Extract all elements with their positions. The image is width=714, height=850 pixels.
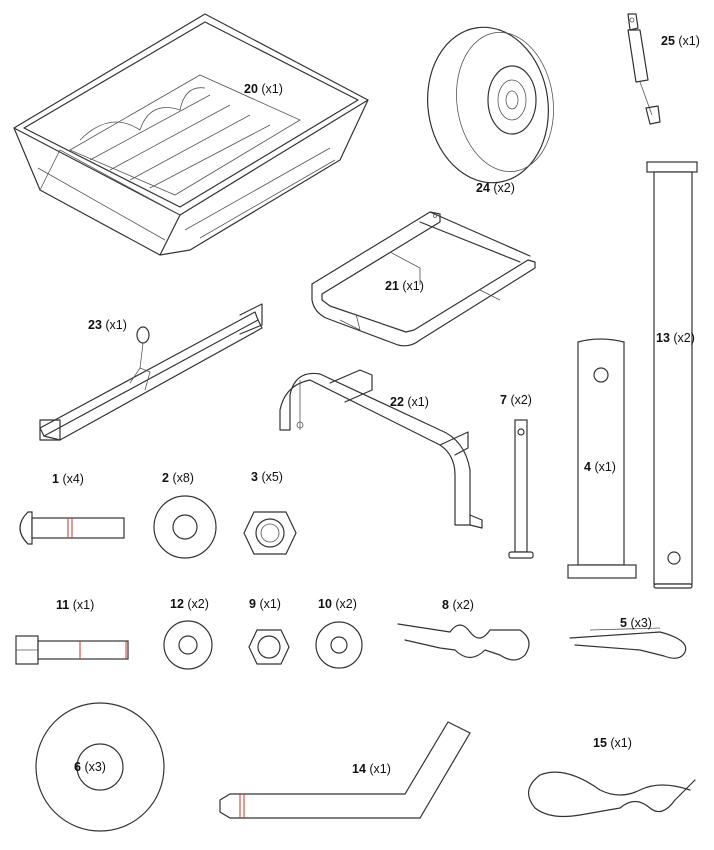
part-label-4: 4 (x1) — [584, 460, 616, 474]
part-qty: (x5) — [261, 470, 283, 484]
part-label-5: 5 (x3) — [620, 616, 652, 630]
part-label-10: 10 (x2) — [318, 597, 357, 611]
part-qty: (x1) — [369, 762, 391, 776]
bent-pin-drawing — [219, 721, 471, 819]
part-qty: (x4) — [62, 472, 84, 486]
part-label-3: 3 (x5) — [251, 470, 283, 484]
part-qty: (x1) — [72, 598, 95, 612]
part-qty: (x1) — [407, 395, 429, 409]
part-label-8: 8 (x2) — [442, 598, 474, 612]
part-number: 15 — [593, 736, 607, 750]
part-label-25: 25 (x1) — [661, 34, 700, 48]
part-label-15: 15 (x1) — [593, 736, 632, 750]
part-label-21: 21 (x1) — [385, 279, 424, 293]
part-number: 21 — [385, 279, 399, 293]
part-qty: (x2) — [452, 598, 474, 612]
part-number: 12 — [170, 597, 184, 611]
hair-pin-clip-15-drawing — [528, 771, 696, 818]
nut-9-drawing — [248, 629, 290, 665]
part-qty: (x2) — [673, 331, 695, 345]
part-number: 1 — [52, 472, 59, 486]
part-qty: (x1) — [261, 82, 283, 96]
part-qty: (x2) — [335, 597, 357, 611]
washer-12-drawing — [163, 620, 213, 670]
part-number: 11 — [56, 598, 70, 612]
part-label-9: 9 (x1) — [249, 597, 281, 611]
part-label-12: 12 (x2) — [170, 597, 209, 611]
part-qty: (x8) — [172, 471, 194, 485]
part-qty: (x1) — [259, 597, 281, 611]
hair-pin-clip-5-drawing — [569, 627, 687, 659]
part-number: 8 — [442, 598, 449, 612]
part-qty: (x2) — [510, 393, 532, 407]
part-qty: (x2) — [493, 181, 515, 195]
part-number: 7 — [500, 393, 507, 407]
part-label-6: 6 (x3) — [74, 760, 106, 774]
hex-nut-drawing — [243, 511, 297, 555]
part-number: 3 — [251, 470, 258, 484]
wheel-drawing — [427, 26, 554, 184]
part-qty: (x1) — [610, 736, 632, 750]
part-label-13: 13 (x2) — [656, 331, 695, 345]
part-qty: (x2) — [187, 597, 209, 611]
long-pin-drawing — [646, 161, 698, 589]
part-qty: (x3) — [84, 760, 106, 774]
part-number: 22 — [390, 395, 404, 409]
hex-bolt-drawing — [15, 635, 129, 665]
hair-pin-clip-8-drawing — [397, 623, 530, 661]
part-label-24: 24 (x2) — [476, 181, 515, 195]
part-label-1: 1 (x4) — [52, 472, 84, 486]
part-label-14: 14 (x1) — [352, 762, 391, 776]
part-number: 13 — [656, 331, 670, 345]
part-number: 5 — [620, 616, 627, 630]
part-qty: (x3) — [630, 616, 652, 630]
small-pin-drawing — [508, 419, 534, 559]
gas-strut-drawing — [627, 13, 661, 125]
part-label-22: 22 (x1) — [390, 395, 429, 409]
frame-drawing — [311, 211, 536, 347]
part-qty: (x1) — [594, 460, 616, 474]
part-number: 24 — [476, 181, 490, 195]
part-number: 10 — [318, 597, 332, 611]
part-number: 2 — [162, 471, 169, 485]
part-number: 4 — [584, 460, 591, 474]
part-number: 20 — [244, 82, 258, 96]
part-qty: (x1) — [105, 318, 127, 332]
tow-bar-drawing — [39, 303, 263, 441]
dump-tray-drawing — [13, 13, 369, 256]
wheel-disc-drawing — [35, 702, 165, 832]
part-label-11: 11 (x1) — [56, 598, 94, 612]
part-number: 25 — [661, 34, 675, 48]
part-qty: (x1) — [402, 279, 424, 293]
part-label-7: 7 (x2) — [500, 393, 532, 407]
hitch-pin-drawing — [567, 338, 637, 579]
flat-washer-drawing — [153, 495, 217, 559]
part-number: 23 — [88, 318, 102, 332]
part-label-20: 20 (x1) — [244, 82, 283, 96]
part-qty: (x1) — [678, 34, 700, 48]
part-label-23: 23 (x1) — [88, 318, 127, 332]
washer-10-drawing — [315, 621, 363, 669]
handle-frame-drawing — [279, 369, 483, 529]
part-number: 6 — [74, 760, 81, 774]
carriage-bolt-drawing — [19, 511, 125, 545]
part-number: 9 — [249, 597, 256, 611]
part-number: 14 — [352, 762, 366, 776]
part-label-2: 2 (x8) — [162, 471, 194, 485]
